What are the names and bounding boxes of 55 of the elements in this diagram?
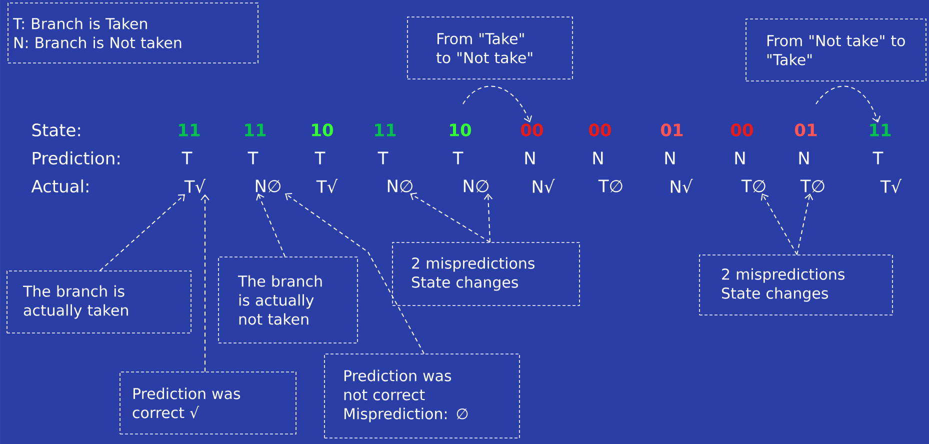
table-value: T√ <box>880 178 902 194</box>
state-value: 11 <box>870 124 891 136</box>
callout-box: From "Take" to "Not take" <box>407 16 573 80</box>
table-value: T <box>248 152 258 164</box>
arrow <box>410 192 490 243</box>
table-value: T∅ <box>598 180 622 192</box>
table-value: T <box>182 152 192 164</box>
table-value: N√ <box>532 178 555 194</box>
state-value: 00 <box>730 124 754 136</box>
arrow <box>100 194 186 272</box>
state-value: 10 <box>450 124 472 136</box>
table-value: T <box>452 152 464 164</box>
outcome-symbol: T√ <box>184 178 206 194</box>
table-value: N <box>525 152 535 164</box>
arrow <box>760 193 798 256</box>
state-value: 11 <box>179 124 200 136</box>
table-value: N <box>593 152 603 164</box>
arrow <box>796 193 814 256</box>
table-value: N <box>799 152 809 164</box>
outcome-symbol: T∅ <box>800 180 824 192</box>
outcome-symbol: N∅ <box>256 180 280 192</box>
arrow <box>816 86 881 123</box>
callout-box: Prediction was correct √ <box>120 372 296 434</box>
arrow <box>484 193 493 243</box>
callout-box: The branch is actually taken <box>6 270 192 334</box>
state-value: 01 <box>794 124 817 136</box>
table-value: T <box>314 152 326 164</box>
state-value: 11 <box>375 124 396 136</box>
table-value: T√ <box>316 178 338 194</box>
state-value: 00 <box>589 124 612 136</box>
arrow <box>200 194 210 372</box>
table-value: T <box>872 152 884 164</box>
table-value: T <box>378 152 388 164</box>
row-label: State: <box>32 124 80 136</box>
state-value: 10 <box>312 124 334 136</box>
arrow <box>256 193 286 258</box>
table-value: N <box>735 152 745 164</box>
callout-box: The branch is actually not taken <box>218 256 358 344</box>
callout-box: 2 mispredictions State changes <box>699 254 893 316</box>
row-label: Prediction: <box>32 151 120 165</box>
arrow <box>285 193 424 354</box>
callout-box: T: Branch is Taken N: Branch is Not taken <box>8 2 258 64</box>
outcome-symbol: N∅ <box>388 180 412 192</box>
callout-box: Prediction was not correct Misprediction: ∅ <box>324 354 520 438</box>
arrow <box>462 86 532 122</box>
row-label: Actual: <box>31 179 88 193</box>
state-value: 01 <box>661 124 683 136</box>
outcome-symbol: T∅ <box>741 180 766 192</box>
table-value: N <box>665 152 675 164</box>
outcome-symbol: N∅ <box>464 180 488 192</box>
callout-box: From "Not take" to "Take" <box>746 18 926 82</box>
state-value: 11 <box>245 124 266 136</box>
callout-box: 2 mispredictions State changes <box>392 242 580 306</box>
table-value: N√ <box>670 178 693 194</box>
state-value: 00 <box>521 124 544 136</box>
